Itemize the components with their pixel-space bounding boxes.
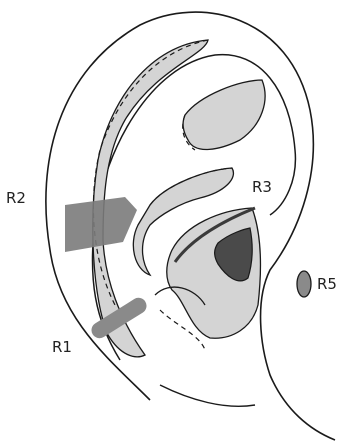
label-r1: R1 xyxy=(52,338,72,356)
r2-region xyxy=(65,197,137,252)
triangular-fossa-region xyxy=(183,80,265,149)
label-r5: R5 xyxy=(317,275,337,293)
lobe-contour xyxy=(160,385,255,406)
r5-marker xyxy=(297,271,311,297)
label-r2: R2 xyxy=(6,189,26,207)
label-r3: R3 xyxy=(252,178,272,196)
